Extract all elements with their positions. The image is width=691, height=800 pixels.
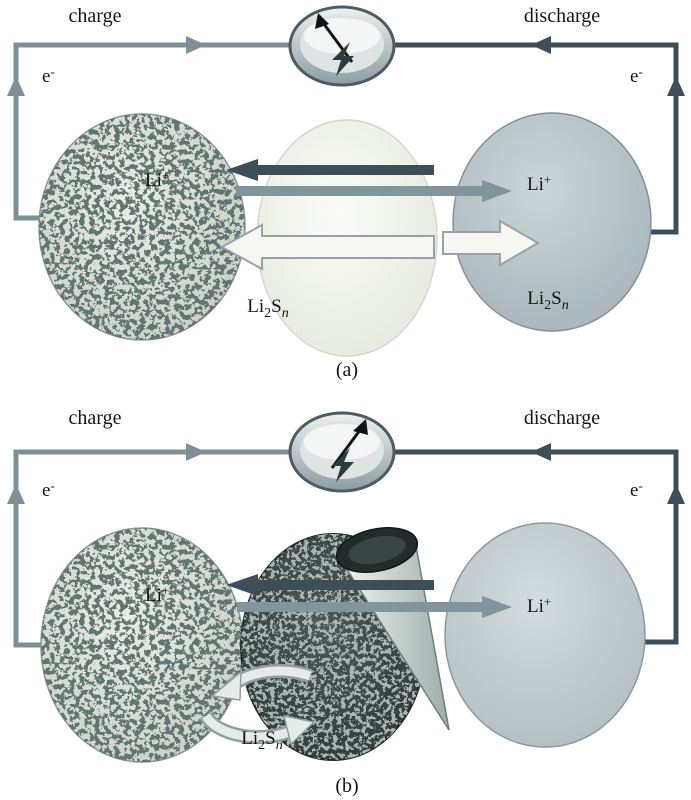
arrow-up-icon — [7, 484, 25, 504]
charge-label: charge — [69, 5, 122, 27]
panel-a: charge discharge e- e- Li+ Li+ Li2Sn Li2… — [7, 5, 685, 381]
needle-arrowhead-icon — [353, 419, 368, 435]
li-ion-arrow-left-icon — [226, 159, 434, 181]
arrow-up-icon — [667, 484, 685, 504]
polysulfide-label: Li2Sn — [241, 728, 282, 753]
cycle-arrow-bottom-fill — [202, 713, 296, 742]
ammeter — [288, 411, 396, 493]
polysulfide-arrow-right-icon — [442, 219, 540, 267]
arrow-up-icon — [7, 76, 25, 96]
anode-disc — [38, 113, 246, 341]
needle-arrowhead-icon — [315, 13, 329, 29]
arrow-right-icon — [186, 36, 206, 54]
panel-b: charge discharge e- e- Li+ Li+ Li2Sn (b) — [7, 407, 685, 797]
arrow-left-icon — [531, 36, 551, 54]
li-ion-label-left: Li+ — [145, 168, 169, 191]
arrow-right-icon — [186, 443, 206, 461]
ammeter-dial-highlight — [304, 18, 380, 54]
ammeter — [288, 5, 396, 87]
polysulfide-label-right: Li2Sn — [527, 288, 568, 313]
lightning-icon — [332, 42, 354, 76]
li-ion-label-right: Li+ — [527, 594, 551, 617]
lightning-icon — [332, 448, 354, 482]
arrow-up-icon — [667, 76, 685, 96]
charge-label: charge — [69, 407, 122, 429]
electron-label-left: e- — [42, 478, 55, 501]
polysulfide-arrow-left-icon — [219, 223, 435, 271]
panel-caption-a: (a) — [336, 359, 358, 381]
discharge-label: discharge — [524, 5, 600, 27]
electron-label-right: e- — [630, 64, 643, 87]
polysulfide-cycle-arrows — [199, 664, 316, 746]
anode-speckle-texture — [39, 114, 245, 340]
charge-wire — [13, 42, 291, 221]
charge-wire — [13, 449, 291, 648]
li-ion-arrow-right-icon — [237, 596, 512, 618]
cone-top-rim — [348, 535, 406, 565]
panel-caption-b: (b) — [335, 775, 358, 797]
arrow-left-icon — [531, 443, 551, 461]
ammeter-needle — [319, 19, 354, 63]
li-ion-arrow-left-icon — [226, 574, 434, 596]
cathode-disc — [444, 522, 646, 748]
polysulfide-label-left: Li2Sn — [247, 296, 288, 321]
cycle-arrowhead-left-icon — [210, 670, 242, 701]
electron-label-right: e- — [630, 478, 643, 501]
cycle-arrowhead-right-icon — [282, 715, 316, 746]
electron-label-left: e- — [42, 64, 55, 87]
cathode-disc — [452, 112, 652, 332]
discharge-label: discharge — [524, 407, 600, 429]
li-ion-label-left: Li+ — [145, 583, 169, 606]
li-ion-label-right: Li+ — [527, 172, 551, 195]
li-ion-arrow-right-icon — [236, 180, 512, 202]
